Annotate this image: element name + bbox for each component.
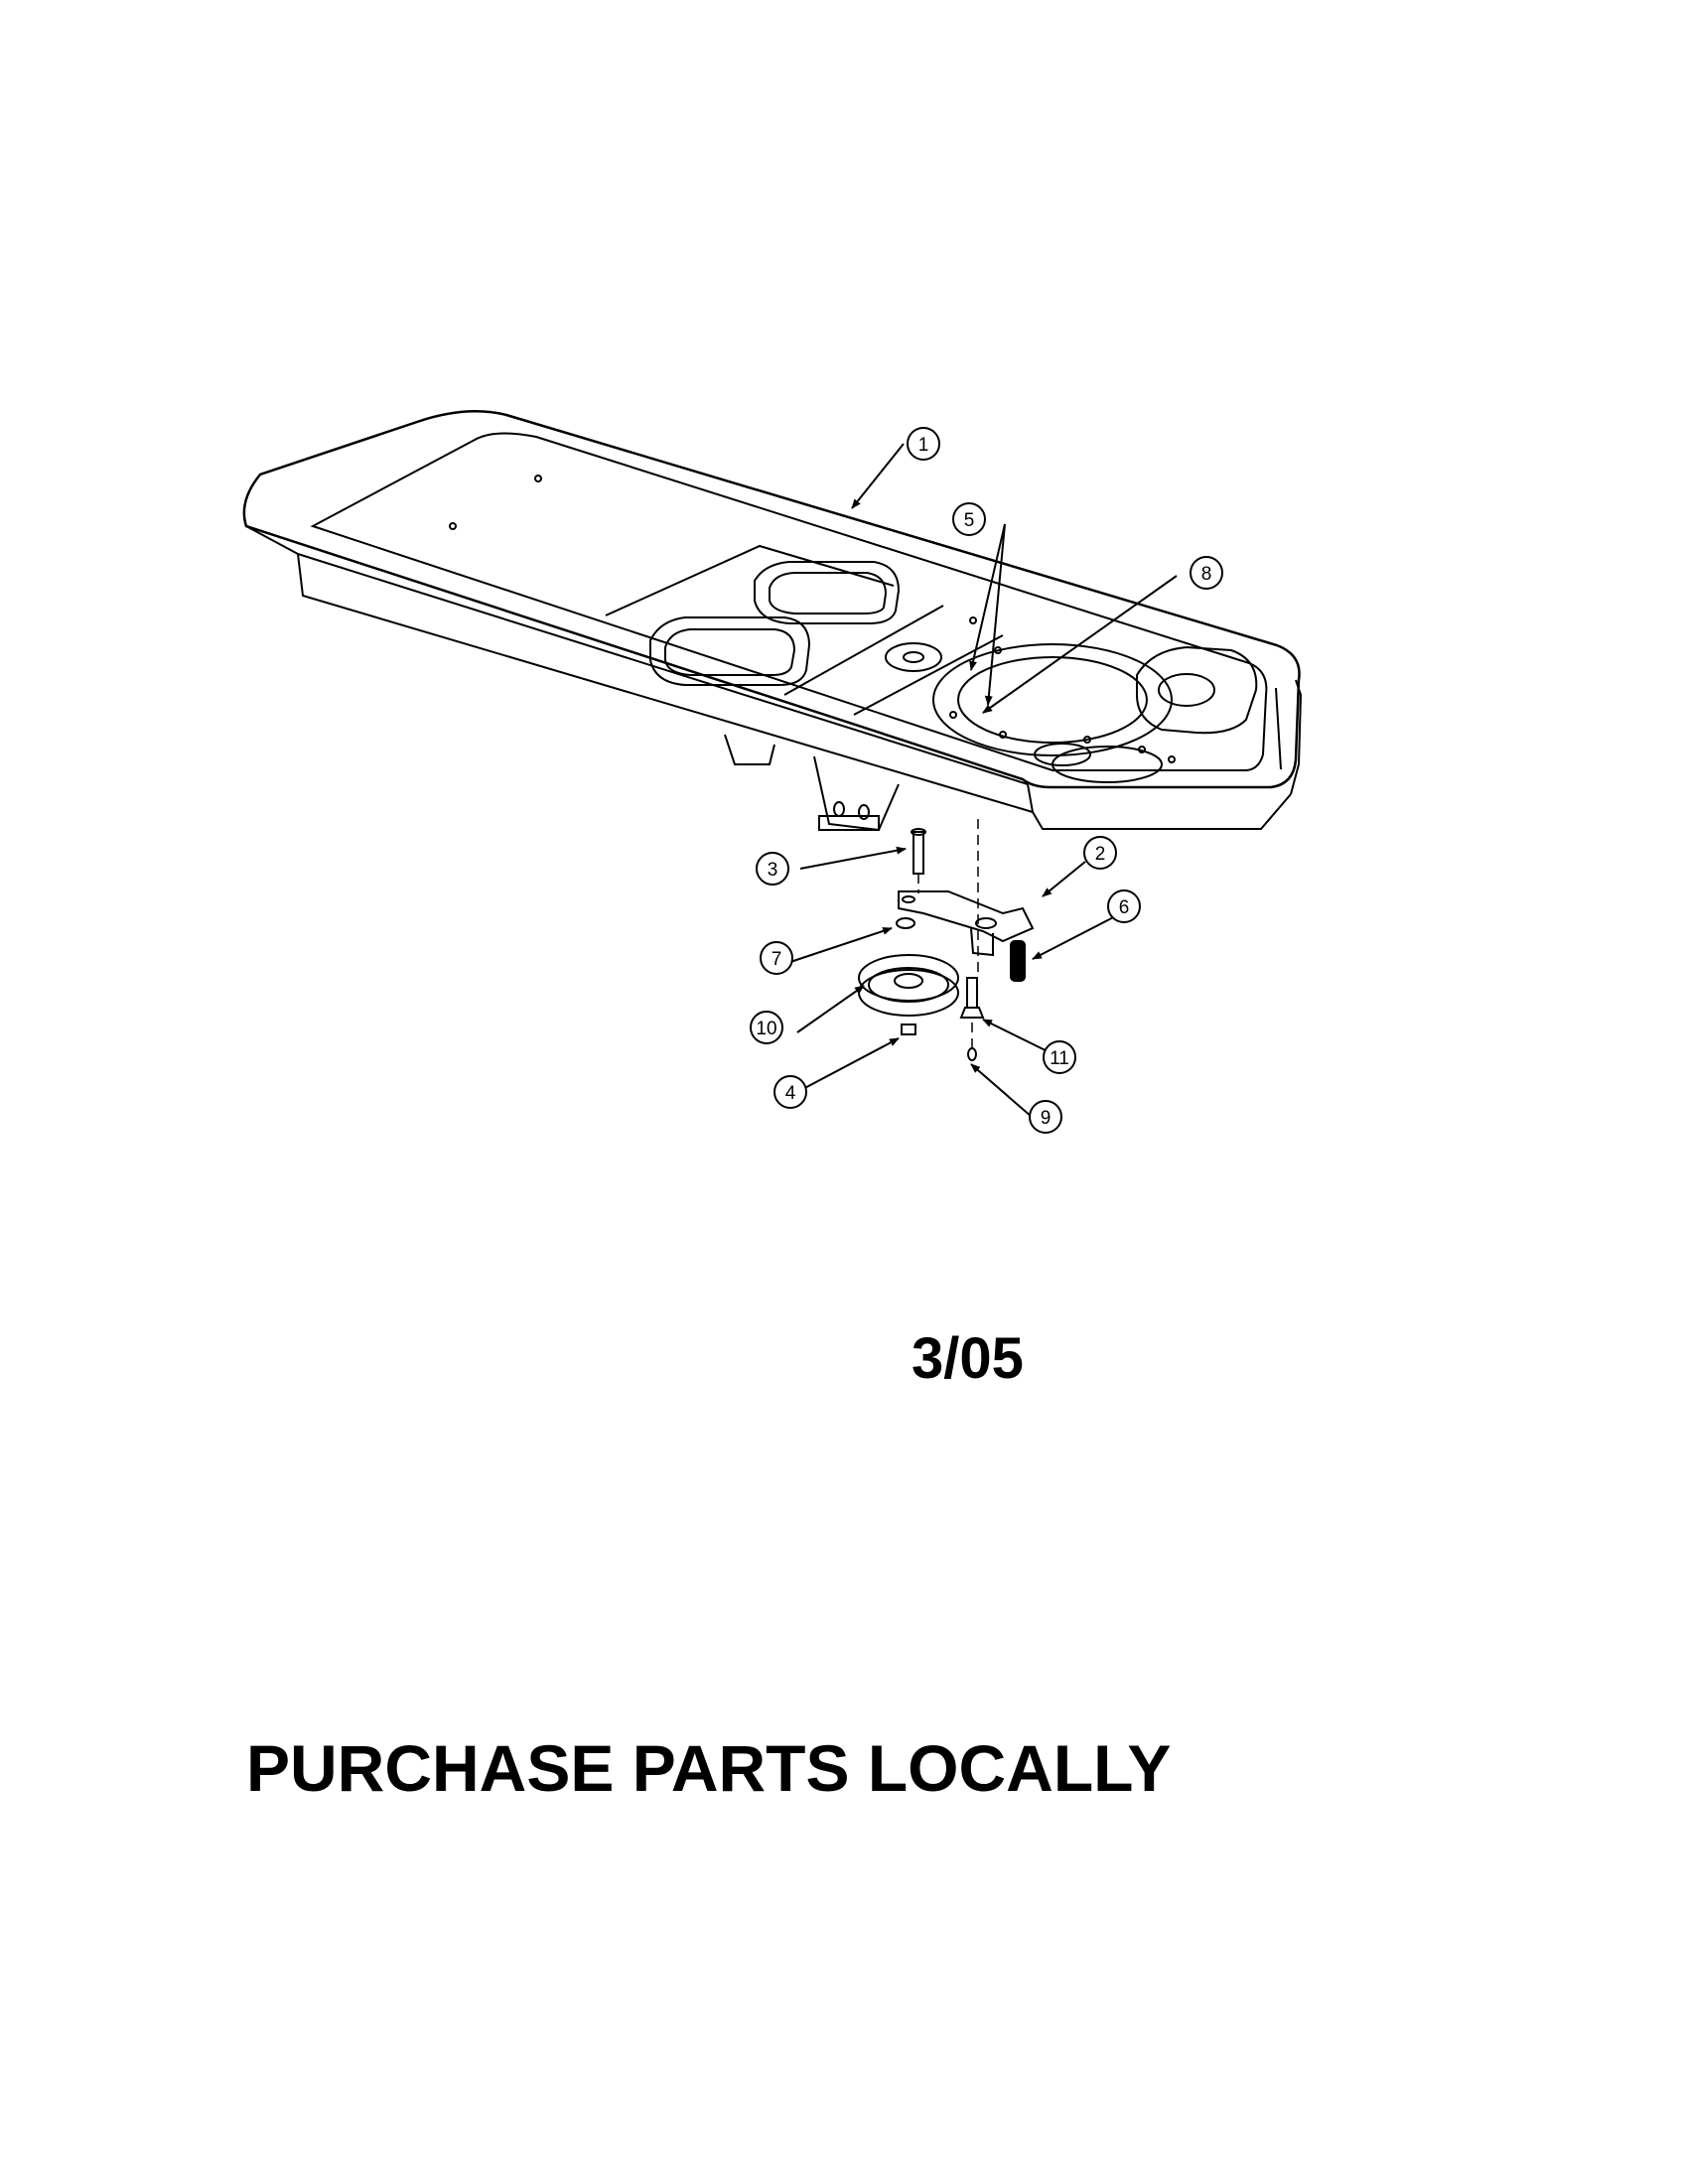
callout-label: 10	[756, 1019, 776, 1039]
callout-label: 2	[1095, 844, 1106, 865]
callout-label: 6	[1119, 897, 1130, 918]
callout-6: 6	[1107, 889, 1141, 923]
callout-1: 1	[907, 427, 940, 461]
callout-label: 1	[918, 435, 929, 456]
callout-8: 8	[1190, 556, 1223, 590]
callout-label: 9	[1041, 1108, 1052, 1129]
callout-label: 3	[768, 860, 778, 881]
idler-components	[858, 828, 1035, 1061]
centerlines	[917, 819, 979, 1047]
callout-label: 4	[785, 1083, 796, 1104]
callout-label: 11	[1050, 1048, 1069, 1069]
callout-9: 9	[1029, 1100, 1062, 1134]
purchase-note: PURCHASE PARTS LOCALLY	[246, 1731, 1172, 1805]
callout-label: 8	[1201, 564, 1212, 585]
leader-lines	[786, 443, 1178, 1118]
callout-10: 10	[750, 1011, 783, 1044]
callout-5: 5	[952, 502, 986, 536]
callout-bubbles: 1 2 3 4 5 6 7 8 9 10 11	[750, 427, 1223, 1134]
callout-2: 2	[1083, 836, 1117, 870]
callout-7: 7	[760, 941, 793, 975]
deck-brackets	[724, 734, 900, 832]
date-code: 3/05	[912, 1326, 1024, 1391]
callout-label: 7	[772, 949, 782, 970]
callout-4: 4	[773, 1075, 807, 1109]
deck-frame	[242, 410, 1303, 830]
callout-11: 11	[1043, 1040, 1076, 1074]
callout-3: 3	[756, 852, 789, 886]
callout-label: 5	[964, 510, 975, 531]
